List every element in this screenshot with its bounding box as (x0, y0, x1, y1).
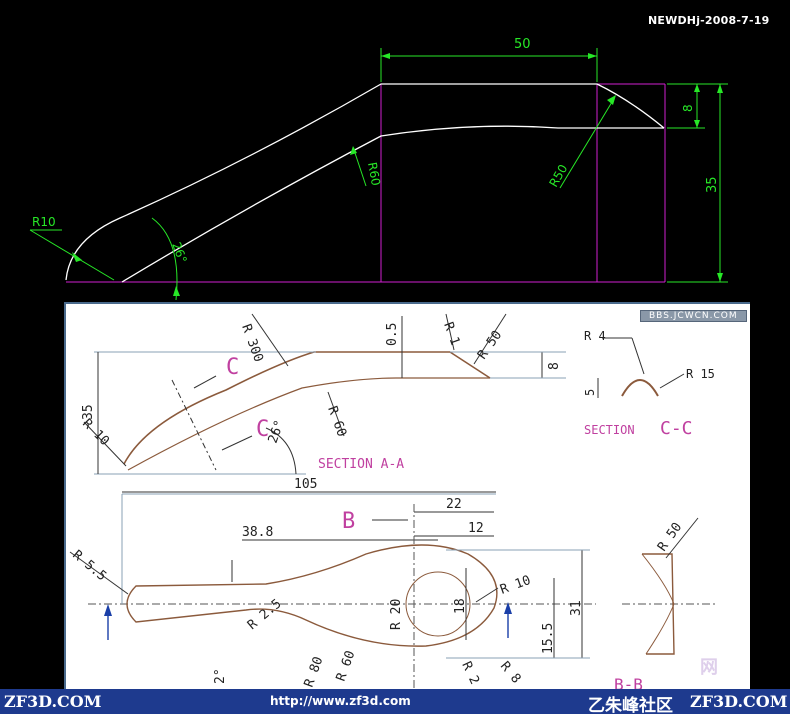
plan-a2-label: 2° (213, 668, 228, 684)
dim-35-label: 35 (705, 176, 720, 193)
cc-title-suffix: C-C (660, 418, 693, 439)
aa-cut-c1: C (226, 355, 239, 380)
side-r50-label: R 50 (655, 520, 685, 554)
side-profile (642, 553, 675, 655)
aa-r50-label: R 50 (475, 328, 505, 362)
section-aa: 35 8 0.5 R 300 R 1 R 50 R 60 R 10 (79, 313, 566, 493)
dim-50-label: 50 (514, 37, 531, 52)
drawing-sheet: BBS.JCWCN.COM 35 8 0.5 R 300 R 1 (64, 302, 750, 690)
watermark-text: 网 (700, 657, 718, 678)
aa-dim105-label: 105 (294, 477, 317, 492)
cc-r4-label: R 4 (584, 329, 606, 343)
cc-r15-leader (659, 373, 685, 389)
cc-profile (621, 379, 659, 397)
dim-r60-leader (353, 149, 367, 187)
cad-wireframe-view: 50 35 8 R50 R60 R10 26° (29, 37, 728, 300)
plan-dim18-label: 18 (453, 598, 468, 614)
aa-cut-arrow-2 (221, 435, 253, 451)
plan-r25-label: R 2.5 (245, 596, 285, 633)
plan-dim12-label: 12 (468, 521, 484, 536)
plan-r80-label: R 80 (302, 655, 327, 690)
plan-r8-label: R 8 (497, 659, 524, 687)
date-stamp: NEWDHj-2008-7-19 (648, 14, 770, 27)
dim-r60-arrow (350, 146, 357, 155)
dim-8-arrow-bottom (694, 120, 700, 128)
aa-r1-label: R 1 (440, 320, 462, 347)
aa-r1-leader (445, 313, 455, 351)
side-label-b: B-B (614, 675, 643, 690)
aa-dim35-label: 35 (81, 404, 96, 420)
engineering-drawing: 35 8 0.5 R 300 R 1 R 50 R 60 R 10 (69, 313, 716, 690)
plan-dim31-label: 31 (569, 600, 584, 616)
plan-r55-leader (69, 551, 129, 595)
dim-50-arrow-left (381, 53, 390, 59)
aa-r50-leader (473, 313, 507, 365)
dim-35-arrow-bottom (717, 273, 723, 282)
plan-dim388-label: 38.8 (242, 525, 273, 540)
plan-dim22-label: 22 (446, 497, 462, 512)
plan-r60-label: R 60 (334, 649, 359, 684)
dim-50-arrow-right (588, 53, 597, 59)
aa-r10-label: R 10 (79, 416, 112, 449)
plan-cut-b: B (342, 509, 355, 534)
cc-r15-label: R 15 (686, 367, 715, 381)
dim-r60-label: R60 (365, 161, 383, 187)
aa-profile-bottom (127, 377, 490, 471)
aa-cut-arrow-1 (193, 375, 217, 389)
footer-bar: ZF3D.COM http://www.zf3d.com 乙朱峰社区 ZF3D.… (0, 689, 790, 714)
section-cc: R 4 R 15 5 SECTION C-C (583, 329, 715, 439)
side-profile-2 (641, 553, 675, 655)
cc-title-prefix: SECTION (584, 423, 635, 437)
plan-arrow-right (504, 602, 512, 614)
dim-angle-label: 26° (169, 240, 189, 265)
cc-r4-leader-2 (631, 337, 645, 375)
footer-url[interactable]: http://www.zf3d.com (270, 694, 411, 708)
plan-outline (126, 544, 498, 647)
footer-brand-cn[interactable]: 乙朱峰社区 (588, 696, 673, 714)
plan-r55-label: R 5.5 (69, 548, 109, 585)
aa-r60-label: R 60 (324, 404, 349, 439)
plan-dim155-label: 15.5 (541, 623, 556, 654)
dim-angle-arc (151, 217, 178, 300)
dim-r10-arrow (72, 252, 82, 262)
plan-r10-leader (475, 587, 499, 603)
aa-cut-line (171, 379, 217, 471)
plan-arrow-left (104, 604, 112, 616)
plan-view: 22 12 38.8 B R 5.5 R 2.5 R 20 18 R 10 (69, 493, 596, 690)
plan-r2-label: R 2 (458, 659, 482, 687)
plan-r20-label: R 20 (389, 599, 404, 630)
aa-r60-leader (327, 391, 345, 437)
aa-dim8-label: 8 (547, 362, 562, 370)
side-r50-leader (665, 517, 699, 559)
dim-35-arrow-top (717, 84, 723, 93)
aa-r10-leader (83, 421, 127, 467)
dim-r50-arrow (607, 95, 616, 105)
aa-profile-top (123, 351, 491, 465)
cad-profile-inner (121, 125, 664, 283)
plan-bowl-circle (405, 571, 471, 637)
aa-r300-leader (251, 313, 289, 367)
aa-cut-c2: C (256, 417, 269, 442)
cad-profile-outer (65, 83, 665, 281)
aa-angle-arc (265, 427, 297, 475)
dim-r10-leader (29, 229, 115, 281)
footer-brand-right[interactable]: ZF3D.COM (690, 692, 788, 711)
footer-brand-left[interactable]: ZF3D.COM (4, 692, 102, 711)
aa-title: SECTION A-A (318, 457, 404, 472)
plan-r10-label: R 10 (498, 573, 533, 598)
dim-r50-leader (559, 101, 613, 189)
dim-angle-arrow (173, 286, 180, 296)
cc-dim5-label: 5 (583, 389, 597, 396)
aa-dim05-label: 0.5 (385, 323, 400, 346)
dim-8-arrow-top (694, 84, 700, 92)
dim-8-label: 8 (681, 104, 695, 112)
forum-badge: BBS.JCWCN.COM (640, 310, 747, 322)
dim-r10-label: R10 (32, 215, 56, 229)
